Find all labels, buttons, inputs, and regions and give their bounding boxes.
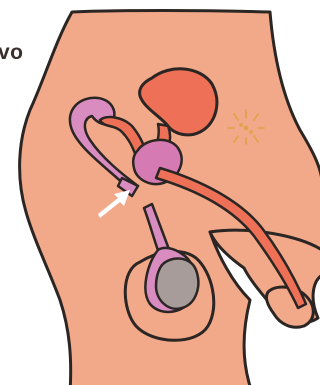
cut-off-label: vo — [0, 42, 24, 63]
testis — [156, 259, 198, 309]
